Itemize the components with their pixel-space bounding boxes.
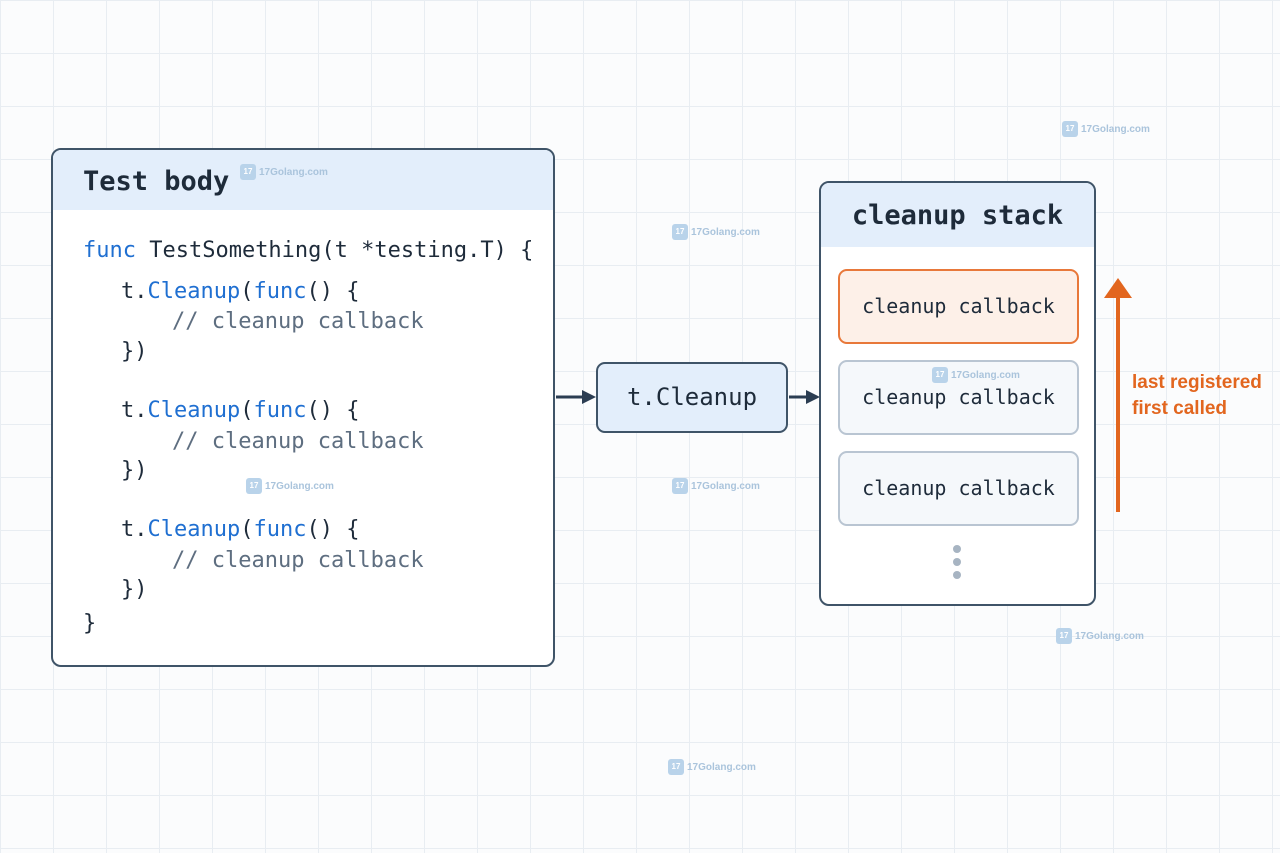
open-paren: ( (240, 517, 254, 542)
stack-item: cleanup callback (838, 451, 1079, 526)
func-keyword: func (253, 398, 307, 423)
func-literal-rest: () { (306, 517, 360, 542)
cleanup-method: Cleanup (147, 398, 241, 423)
cleanup-comment-3: // cleanup callback (172, 548, 424, 573)
stack-item-top: cleanup callback (838, 269, 1079, 344)
watermark-text: 17Golang.com (687, 761, 756, 773)
func-keyword: func (253, 517, 307, 542)
watermark-text: 17Golang.com (951, 369, 1020, 381)
lifo-annotation-line-2: first called (1132, 398, 1228, 419)
ellipsis-dot (953, 558, 961, 566)
t-cleanup-node: t.Cleanup (596, 362, 788, 433)
lifo-arrow-head (1104, 278, 1132, 298)
cleanup-call-line-3: t.Cleanup(func() { (121, 517, 359, 542)
func-keyword: func (83, 238, 136, 263)
watermark-text: 17Golang.com (1075, 630, 1144, 642)
arrowhead-tcleanup (582, 390, 596, 404)
receiver: t. (121, 517, 148, 542)
arrowhead-stack (806, 390, 820, 404)
watermark-text: 17Golang.com (259, 166, 328, 178)
stack-item: cleanup callback (838, 360, 1079, 435)
func-keyword: func (253, 279, 307, 304)
watermark-text: 17Golang.com (691, 226, 760, 238)
func-closing-brace: } (83, 611, 97, 636)
receiver: t. (121, 279, 148, 304)
open-paren: ( (240, 279, 254, 304)
cleanup-call-line-1: t.Cleanup(func() { (121, 279, 359, 304)
func-signature: TestSomething(t *testing.T) { (135, 238, 534, 263)
cleanup-method: Cleanup (147, 517, 241, 542)
watermark-logo-icon: 17 (668, 759, 684, 775)
func-literal-rest: () { (306, 398, 360, 423)
watermark-text: 17Golang.com (1081, 123, 1150, 135)
test-body-panel: Test body func TestSomething(t *testing.… (51, 148, 555, 667)
cleanup-close-2: }) (121, 458, 148, 483)
watermark-logo-icon: 17 (932, 367, 948, 383)
cleanup-stack-title: cleanup stack (821, 183, 1094, 247)
watermark-logo-icon: 17 (1062, 121, 1078, 137)
watermark-logo-icon: 17 (672, 224, 688, 240)
func-literal-rest: () { (306, 279, 360, 304)
cleanup-close-1: }) (121, 339, 148, 364)
watermark-logo-icon: 17 (246, 478, 262, 494)
receiver: t. (121, 398, 148, 423)
watermark-text: 17Golang.com (691, 480, 760, 492)
watermark-logo-icon: 17 (1056, 628, 1072, 644)
test-body-title: Test body (53, 150, 553, 210)
cleanup-comment-1: // cleanup callback (172, 309, 424, 334)
ellipsis-dot (953, 571, 961, 579)
cleanup-stack-panel: cleanup stack cleanup callback cleanup c… (819, 181, 1096, 606)
lifo-annotation-line-1: last registered (1132, 372, 1262, 393)
cleanup-method: Cleanup (147, 279, 241, 304)
open-paren: ( (240, 398, 254, 423)
watermark-logo-icon: 17 (240, 164, 256, 180)
cleanup-comment-2: // cleanup callback (172, 429, 424, 454)
func-signature-line: func TestSomething(t *testing.T) { (83, 238, 533, 263)
cleanup-call-line-2: t.Cleanup(func() { (121, 398, 359, 423)
watermark-logo-icon: 17 (672, 478, 688, 494)
watermark-text: 17Golang.com (265, 480, 334, 492)
ellipsis-dot (953, 545, 961, 553)
cleanup-close-3: }) (121, 577, 148, 602)
